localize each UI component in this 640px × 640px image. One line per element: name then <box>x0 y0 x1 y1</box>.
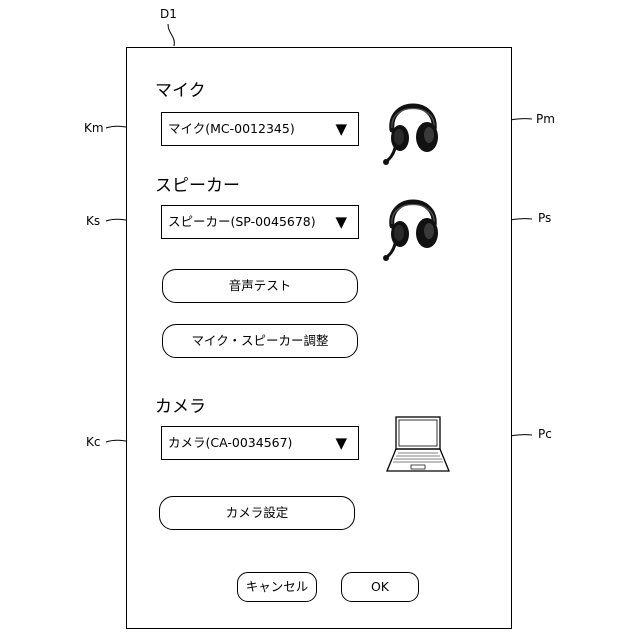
audio-test-button[interactable]: 音声テスト <box>162 269 358 303</box>
mic-speaker-adjust-button[interactable]: マイク・スピーカー調整 <box>162 324 358 358</box>
camera-dropdown-arrow-icon: ▼ <box>335 435 347 451</box>
headset-icon <box>383 182 443 262</box>
speaker-select-ref-label: Ks <box>86 214 100 228</box>
d1-leader-line <box>168 24 174 46</box>
device-settings-dialog: マイク マイク(MC-0012345) ▼ スピーカー スピーカー(SP-004… <box>126 47 512 629</box>
ok-button[interactable]: OK <box>341 572 419 602</box>
mic-device-ref-label: Pm <box>536 112 555 126</box>
speaker-dropdown-arrow-icon: ▼ <box>335 214 347 230</box>
speaker-device-ref-label: Ps <box>538 211 551 225</box>
mic-dropdown-arrow-icon: ▼ <box>335 121 347 137</box>
camera-settings-button[interactable]: カメラ設定 <box>159 496 355 530</box>
camera-select-value: カメラ(CA-0034567) <box>168 435 292 451</box>
speaker-select-value: スピーカー(SP-0045678) <box>168 214 316 230</box>
mic-select-value: マイク(MC-0012345) <box>168 121 295 137</box>
mic-section-title: マイク <box>155 81 206 101</box>
cancel-button[interactable]: キャンセル <box>237 572 317 602</box>
camera-section-title: カメラ <box>155 397 206 417</box>
mic-select-ref-label: Km <box>84 121 104 135</box>
mic-select[interactable]: マイク(MC-0012345) ▼ <box>161 112 359 146</box>
camera-select-ref-label: Kc <box>86 435 100 449</box>
headset-icon <box>383 86 443 166</box>
camera-device-ref-label: Pc <box>538 427 552 441</box>
speaker-section-title: スピーカー <box>155 176 240 196</box>
camera-select[interactable]: カメラ(CA-0034567) ▼ <box>161 426 359 460</box>
laptop-icon <box>385 415 451 475</box>
speaker-select[interactable]: スピーカー(SP-0045678) ▼ <box>161 205 359 239</box>
dialog-ref-label: D1 <box>160 7 177 21</box>
